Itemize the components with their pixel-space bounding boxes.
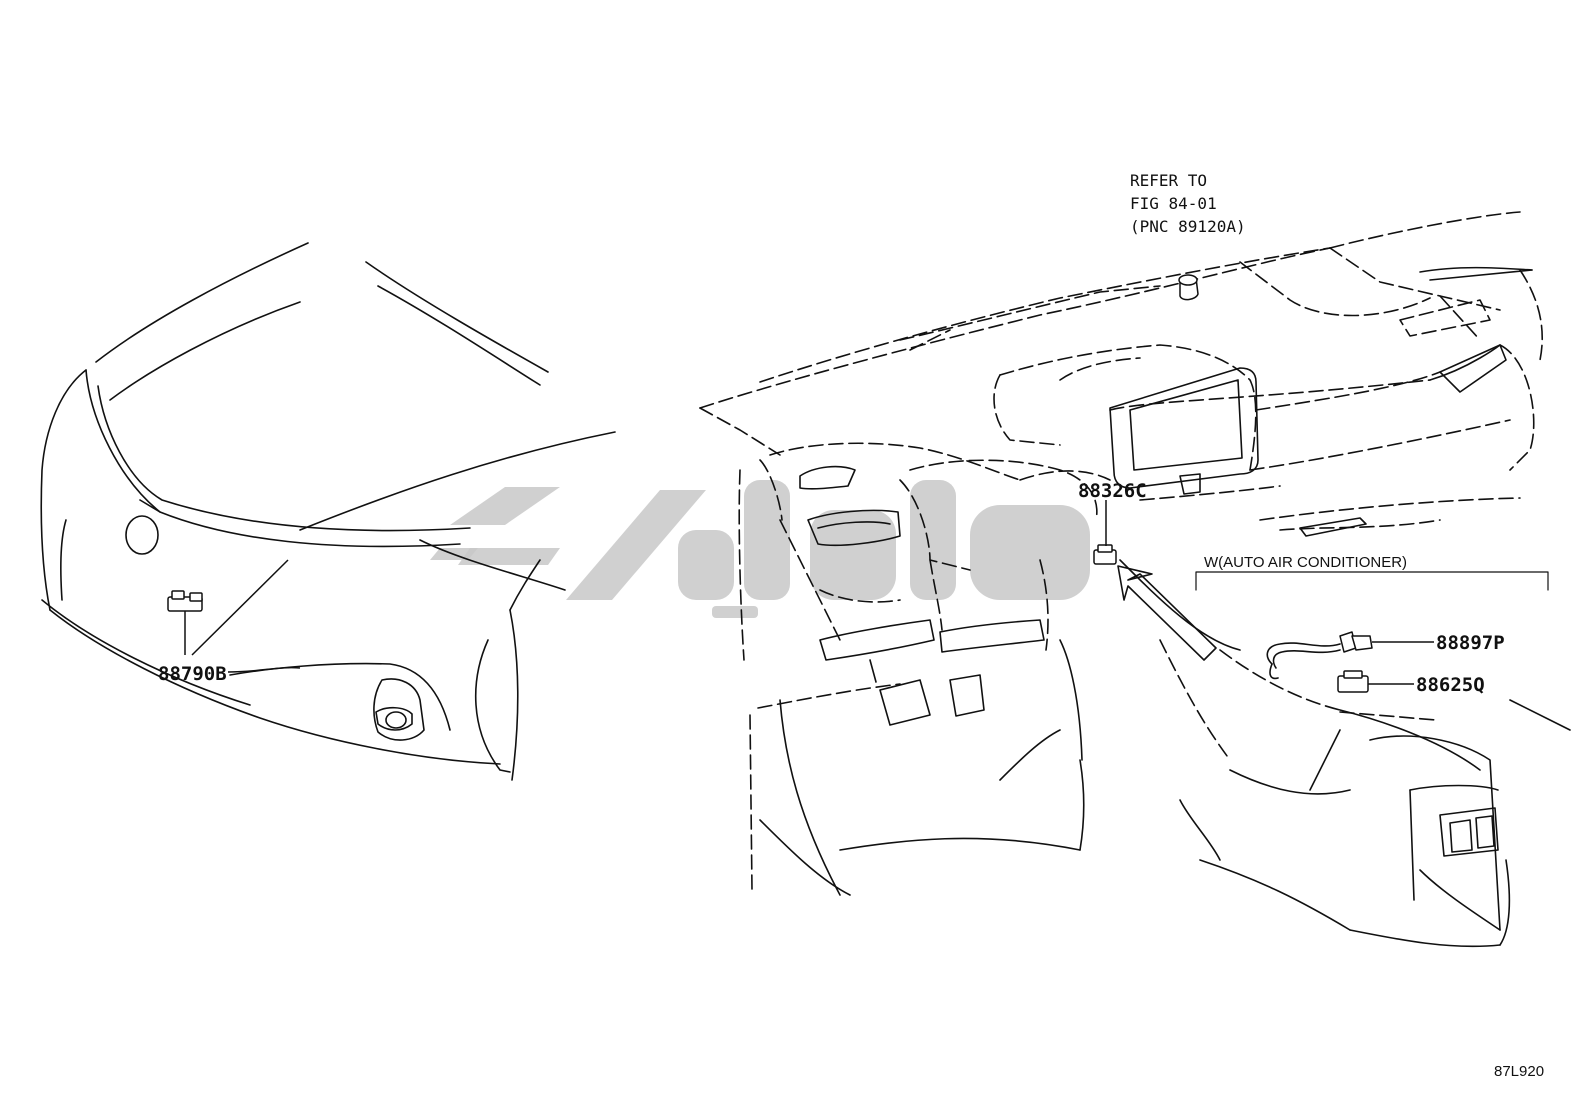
refer-note: REFER TO FIG 84-01 (PNC 89120A) [1130,171,1246,236]
sensor-89120a [1178,274,1199,301]
figure-code: 87L920 [1494,1063,1544,1080]
part-number-88790b[interactable]: 88790B [158,663,227,685]
sensor-wire-part [1266,631,1373,680]
sensor-clip-part [1337,670,1369,693]
instrument-panel-drawing [699,211,1571,948]
part-number-88625q[interactable]: 88625Q [1416,674,1485,696]
display-screen [1109,367,1259,495]
condition-label: W(AUTO AIR CONDITIONER) [1204,554,1407,571]
condition-bracket [1195,571,1549,591]
sensor-88326c [1093,544,1117,565]
part-number-88897p[interactable]: 88897P [1436,632,1505,654]
vehicle-front-drawing [40,242,616,781]
svg-text:FIG 84-01: FIG 84-01 [1130,194,1217,213]
watermark-logo [430,480,1090,618]
front-sensor-part [167,590,203,612]
part-number-88326c[interactable]: 88326C [1078,480,1147,502]
direction-arrow [1117,565,1217,661]
rear-console [1349,735,1511,948]
svg-text:REFER TO: REFER TO [1130,171,1207,190]
svg-text:(PNC 89120A): (PNC 89120A) [1130,217,1246,236]
